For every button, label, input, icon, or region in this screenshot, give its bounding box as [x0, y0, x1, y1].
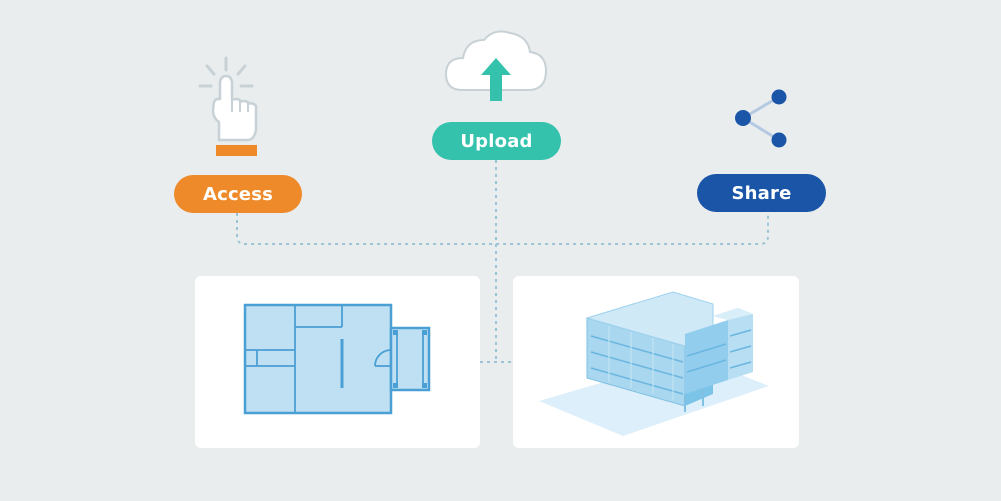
- share-button[interactable]: Share: [697, 174, 826, 212]
- 3d-model-panel: [513, 276, 799, 448]
- floor-plan-icon: [243, 303, 431, 415]
- upload-button[interactable]: Upload: [432, 122, 561, 160]
- floor-plan-panel: [195, 276, 480, 448]
- access-label: Access: [202, 183, 274, 205]
- share-label: Share: [731, 182, 792, 204]
- building-3d-icon: [539, 291, 769, 436]
- access-button[interactable]: Access: [174, 175, 302, 213]
- access-share-connector: [236, 213, 769, 245]
- upload-label: Upload: [460, 130, 533, 152]
